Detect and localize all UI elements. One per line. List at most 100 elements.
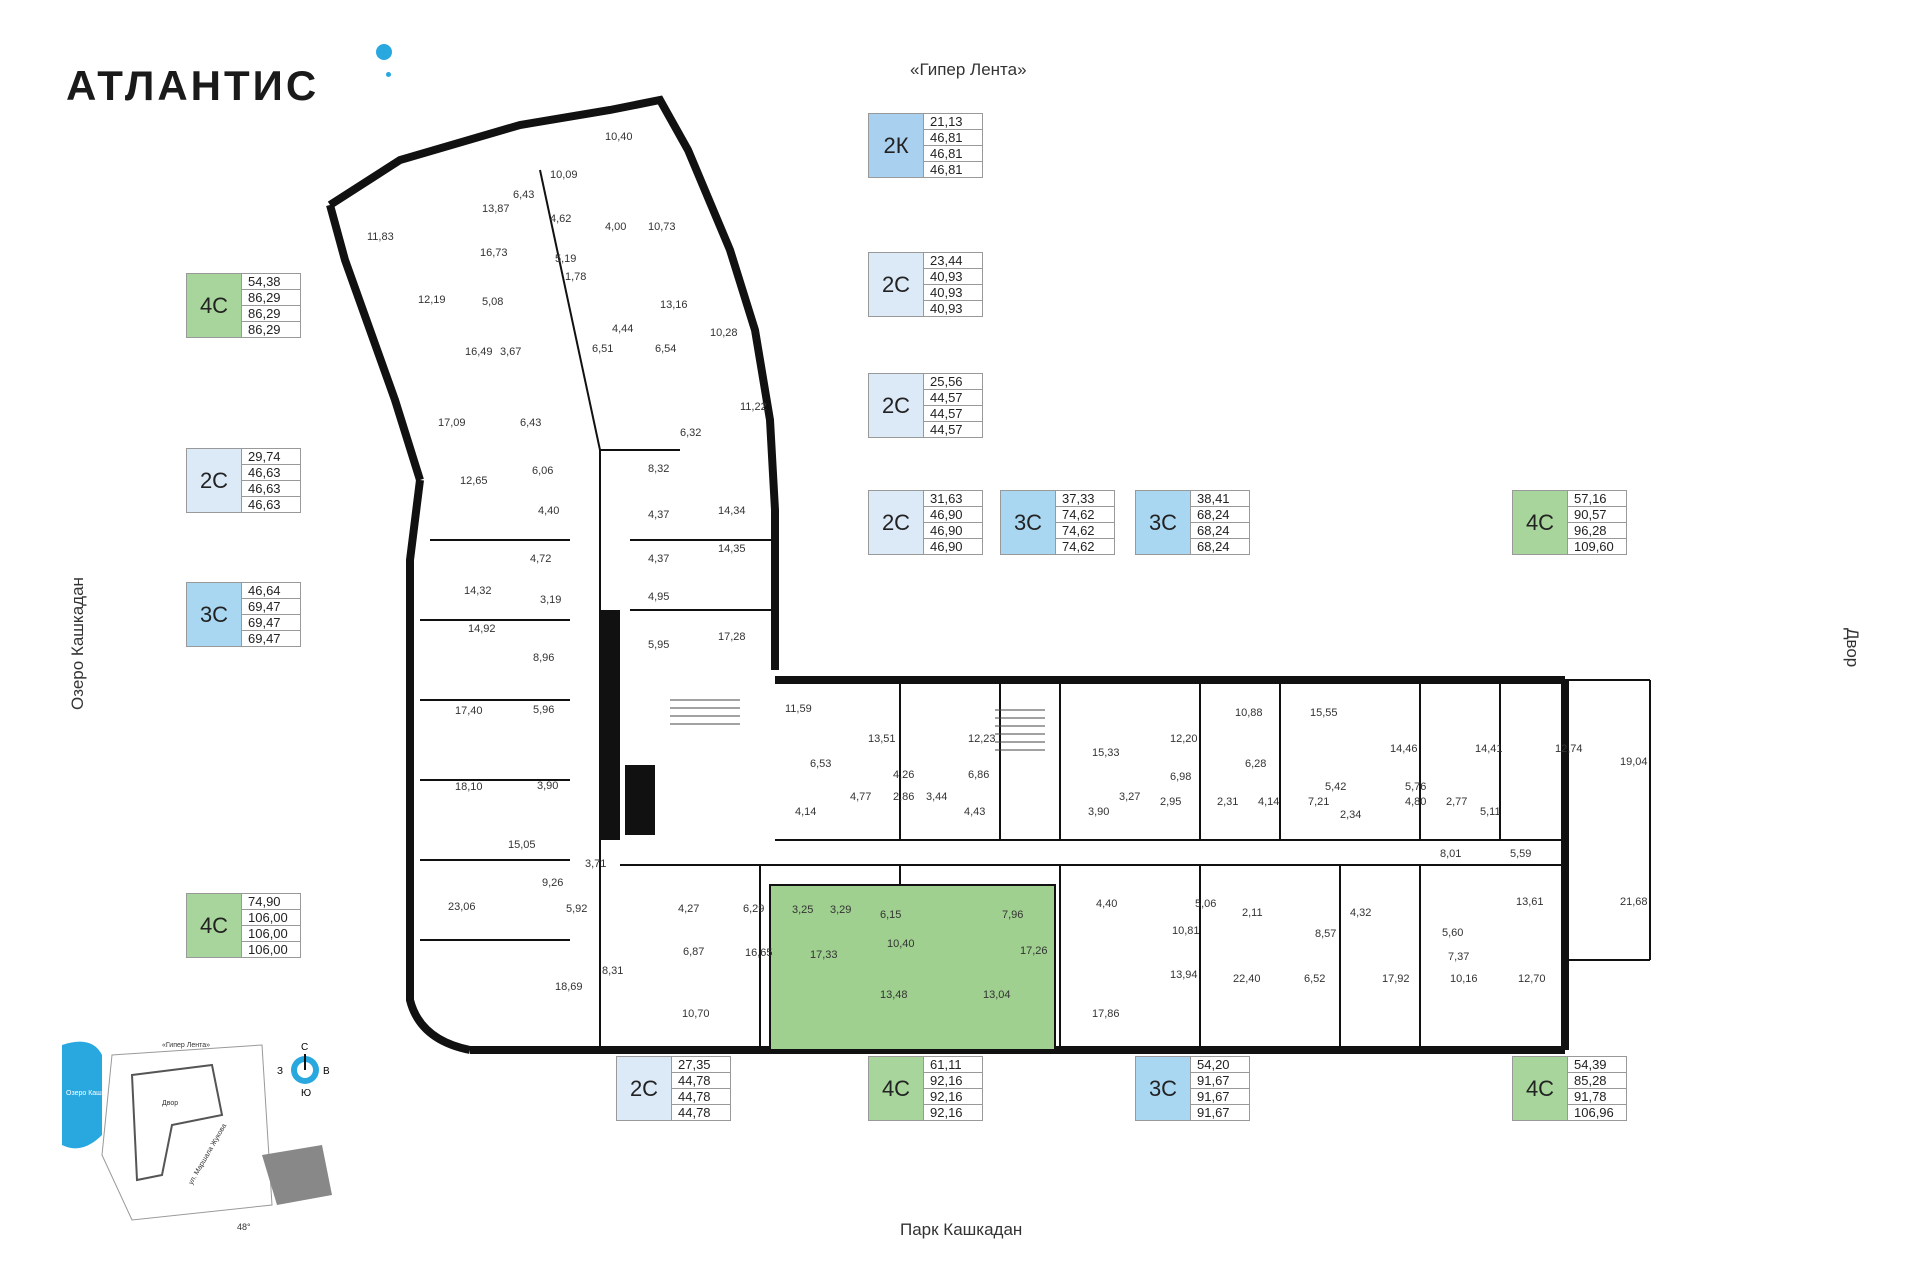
room-area-label: 6,43	[520, 417, 541, 429]
room-area-label: 4,44	[612, 323, 633, 335]
area-value: 21,13	[924, 114, 982, 130]
area-value: 46,81	[924, 130, 982, 146]
room-area-label: 6,51	[592, 343, 613, 355]
apartment-type: 2К	[869, 114, 924, 177]
apartment-type: 4С	[1513, 491, 1568, 554]
neighbor-building	[262, 1145, 332, 1205]
room-area-label: 13,61	[1516, 896, 1544, 908]
room-area-label: 4,77	[850, 791, 871, 803]
room-area-label: 13,87	[482, 203, 510, 215]
room-area-label: 15,55	[1310, 707, 1338, 719]
room-area-label: 17,40	[455, 705, 483, 717]
area-value: 69,47	[242, 615, 300, 631]
area-value: 37,33	[1056, 491, 1114, 507]
room-area-label: 17,09	[438, 417, 466, 429]
room-area-label: 13,04	[983, 989, 1011, 1001]
area-value: 25,56	[924, 374, 982, 390]
apartment-type: 3С	[187, 583, 242, 646]
logo-dot-small-icon	[386, 72, 391, 77]
room-area-label: 14,41	[1475, 743, 1503, 755]
lake-shape	[62, 1041, 102, 1149]
area-value: 92,16	[930, 1105, 963, 1120]
area-value: 91,67	[1191, 1089, 1249, 1105]
apartment-type: 2С	[187, 449, 242, 512]
room-area-label: 15,05	[508, 839, 536, 851]
room-area-label: 5,96	[533, 704, 554, 716]
compass-icon: С Ю З В	[277, 1042, 330, 1099]
room-area-label: 2,34	[1340, 809, 1361, 821]
compass-n: С	[301, 1042, 308, 1053]
room-area-label: 13,48	[880, 989, 908, 1001]
room-area-label: 4,14	[1258, 796, 1279, 808]
room-area-label: 3,25	[792, 904, 813, 916]
room-area-label: 14,34	[718, 505, 746, 517]
apartment-type: 2С	[869, 253, 924, 316]
room-area-label: 6,29	[743, 903, 764, 915]
room-area-label: 16,73	[480, 247, 508, 259]
room-area-label: 14,46	[1390, 743, 1418, 755]
apartment-type: 3С	[1001, 491, 1056, 554]
area-value: 91,78	[1568, 1089, 1626, 1105]
wing-nw-left	[326, 203, 424, 482]
room-area-label: 6,32	[680, 427, 701, 439]
room-area-label: 7,96	[1002, 909, 1023, 921]
apartment-type: 4С	[1513, 1057, 1568, 1120]
site-boundary	[101, 1044, 273, 1221]
area-value: 40,93	[930, 301, 963, 316]
area-value: 69,47	[242, 599, 300, 615]
label-top: «Гипер Лента»	[910, 60, 1027, 79]
room-area-label: 14,35	[718, 543, 746, 555]
room-area-label: 3,71	[585, 858, 606, 870]
apartment-type: 2С	[869, 491, 924, 554]
room-area-label: 4,26	[893, 769, 914, 781]
area-value: 96,28	[1568, 523, 1626, 539]
area-value: 44,57	[930, 422, 963, 437]
room-area-label: 8,96	[533, 652, 554, 664]
room-area-label: 7,21	[1308, 796, 1329, 808]
area-value: 91,67	[1191, 1073, 1249, 1089]
room-area-label: 8,01	[1440, 848, 1461, 860]
room-area-label: 4,37	[648, 553, 669, 565]
area-value: 61,11	[924, 1057, 982, 1073]
area-value: 46,90	[924, 507, 982, 523]
room-area-label: 4,27	[678, 903, 699, 915]
area-value: 46,90	[930, 539, 963, 554]
area-value: 74,62	[1056, 507, 1114, 523]
apartment-type: 3С	[1136, 1057, 1191, 1120]
area-value: 85,28	[1568, 1073, 1626, 1089]
room-area-label: 21,68	[1620, 896, 1648, 908]
brand-logo: АТЛАНТИС	[66, 62, 320, 109]
area-value: 29,74	[242, 449, 300, 465]
room-area-label: 8,31	[602, 965, 623, 977]
room-area-label: 17,33	[810, 949, 838, 961]
minimap-road-label: ул. Маршала Жукова	[188, 1123, 229, 1186]
area-value: 46,64	[242, 583, 300, 599]
highlighted-apartment	[769, 884, 1056, 1051]
room-area-label: 5,59	[1510, 848, 1531, 860]
room-area-label: 4,40	[538, 505, 559, 517]
room-area-label: 6,15	[880, 909, 901, 921]
room-area-label: 5,42	[1325, 781, 1346, 793]
room-area-label: 5,95	[648, 639, 669, 651]
room-area-label: 17,86	[1092, 1008, 1120, 1020]
area-value: 46,81	[924, 146, 982, 162]
room-area-label: 15,33	[1092, 747, 1120, 759]
room-area-label: 7,37	[1448, 951, 1469, 963]
room-area-label: 5,19	[555, 253, 576, 265]
minimap-angle-label: 48°	[237, 1222, 251, 1232]
